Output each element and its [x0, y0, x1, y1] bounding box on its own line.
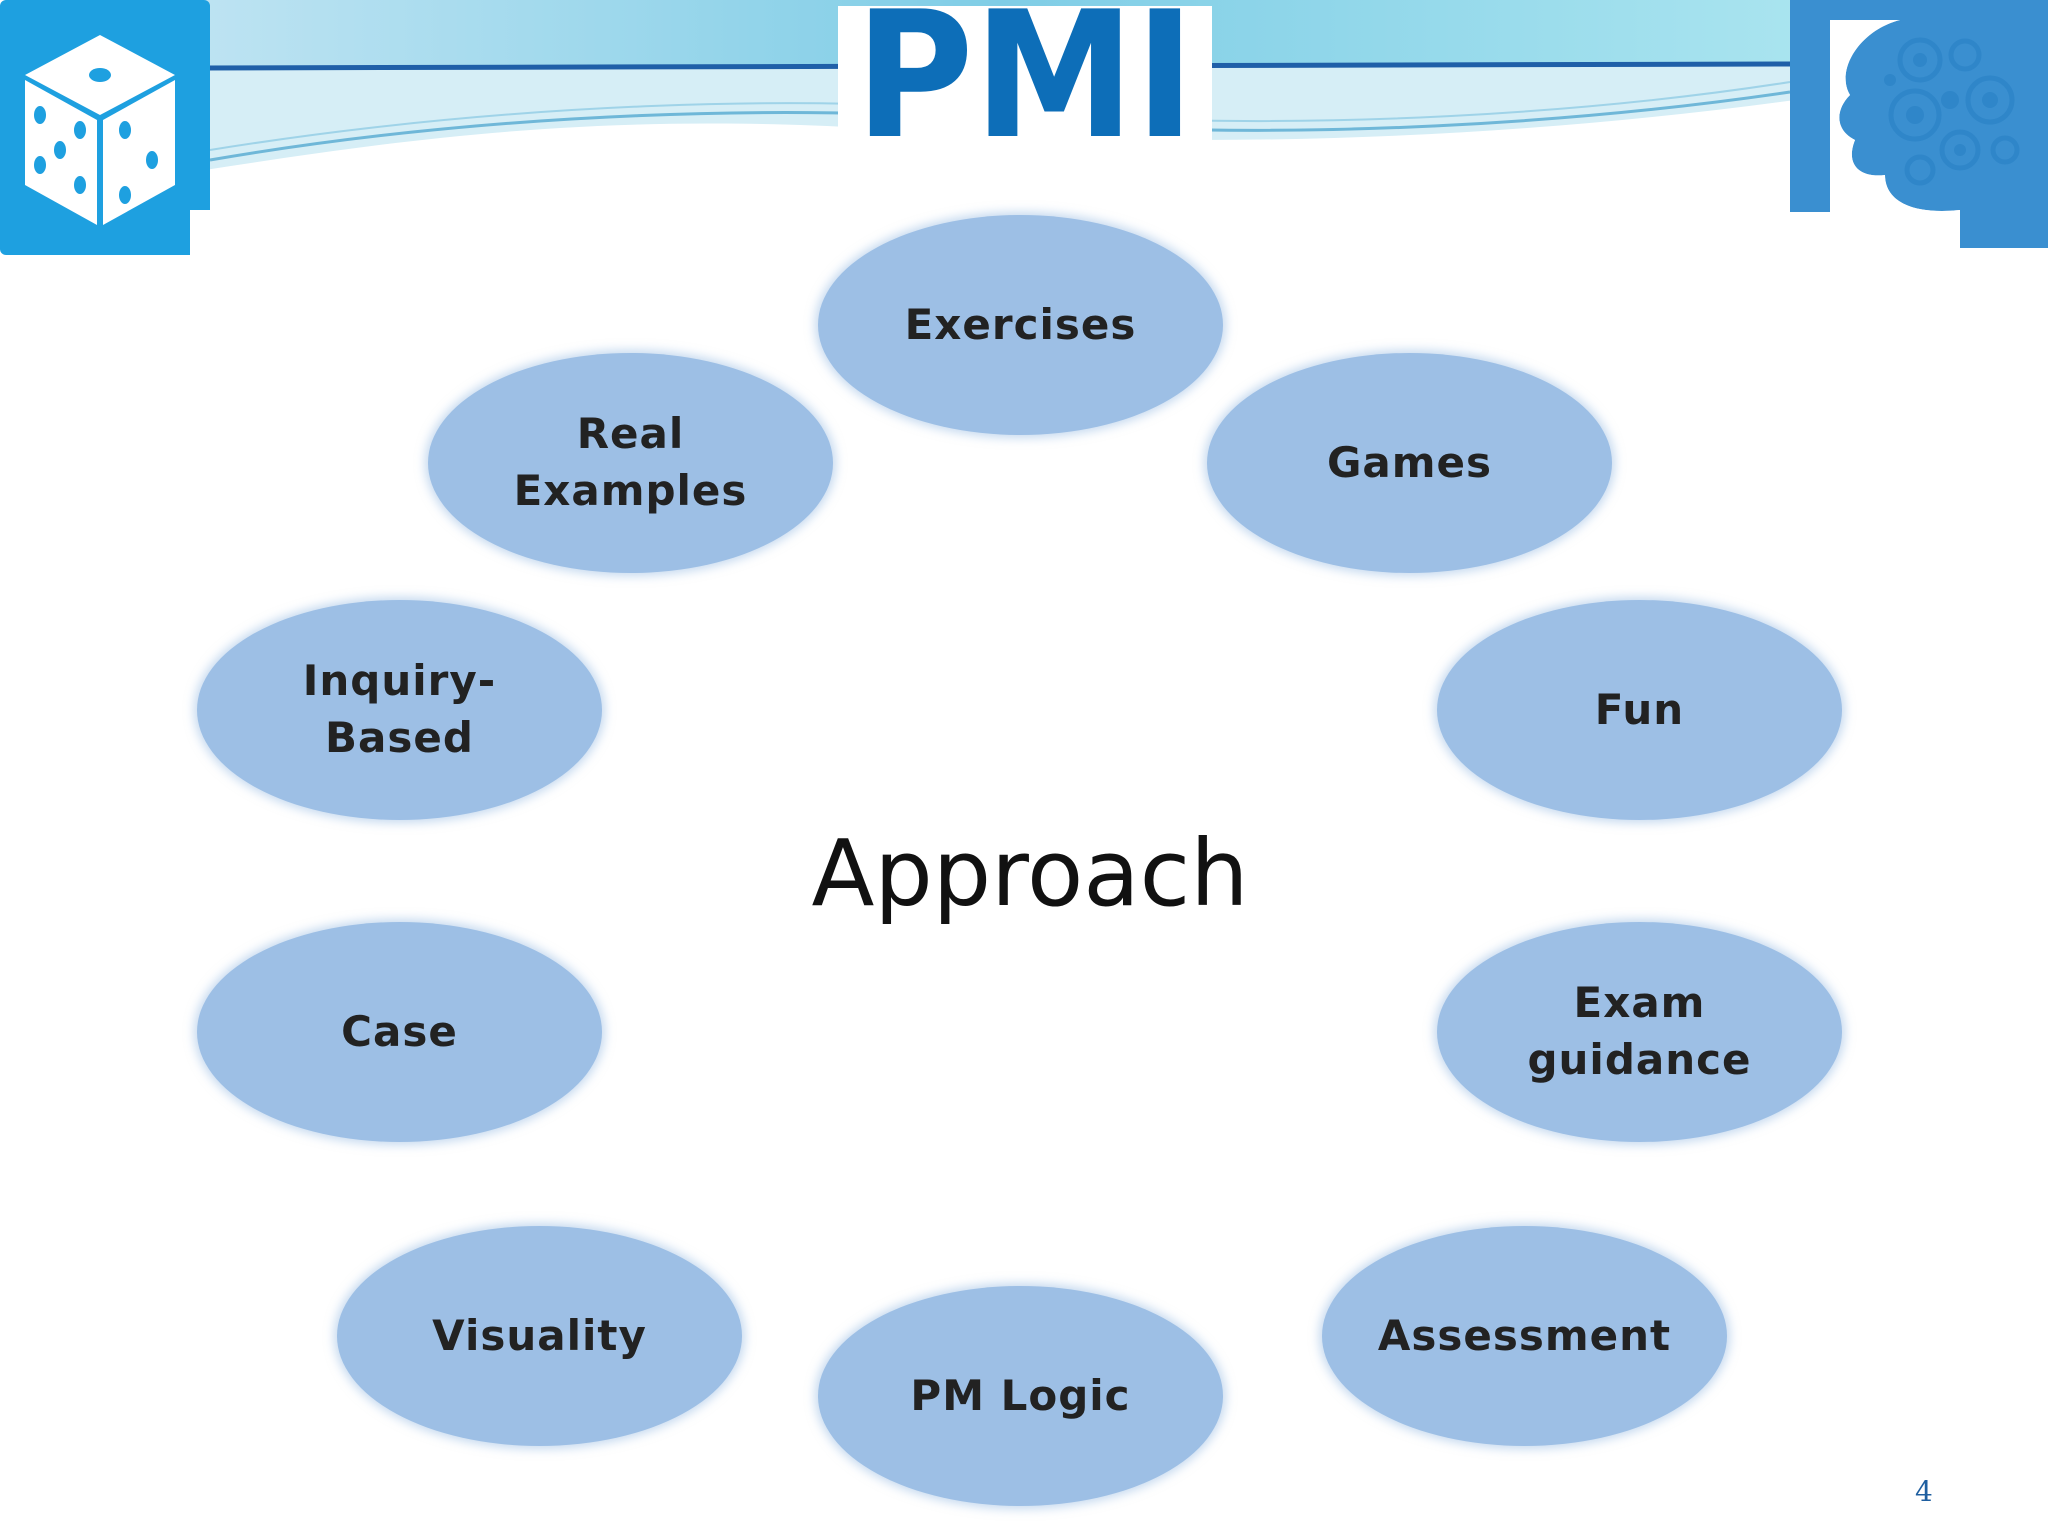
node-label: Fun: [1594, 684, 1685, 734]
node-label: PM Logic: [910, 1370, 1131, 1420]
node-label: Assessment: [1377, 1310, 1672, 1360]
node-case: Case: [197, 922, 602, 1142]
node-label: Real Examples: [513, 409, 748, 515]
node-label: Games: [1326, 437, 1493, 487]
node-pm-logic: PM Logic: [818, 1286, 1223, 1506]
node-games: Games: [1207, 353, 1612, 573]
node-label: Exam guidance: [1527, 978, 1752, 1084]
node-exam-guidance: Exam guidance: [1437, 922, 1842, 1142]
node-label: Visuality: [432, 1310, 647, 1360]
node-exercises: Exercises: [818, 215, 1223, 435]
node-real-examples: Real Examples: [428, 353, 833, 573]
node-label: Exercises: [904, 299, 1137, 349]
node-fun: Fun: [1437, 600, 1842, 820]
page-number: 4: [1915, 1475, 1933, 1508]
pmi-logo: PMI: [838, 6, 1212, 142]
node-label: Case: [341, 1006, 458, 1056]
dice-icon: [0, 0, 210, 255]
node-label: Inquiry- Based: [302, 656, 497, 762]
pmi-logo-text: PMI: [855, 6, 1195, 142]
brain-gears-icon: [1790, 0, 2048, 248]
node-visuality: Visuality: [337, 1226, 742, 1446]
node-inquiry-based: Inquiry- Based: [197, 600, 602, 820]
center-title: Approach: [811, 820, 1249, 927]
node-assessment: Assessment: [1322, 1226, 1727, 1446]
